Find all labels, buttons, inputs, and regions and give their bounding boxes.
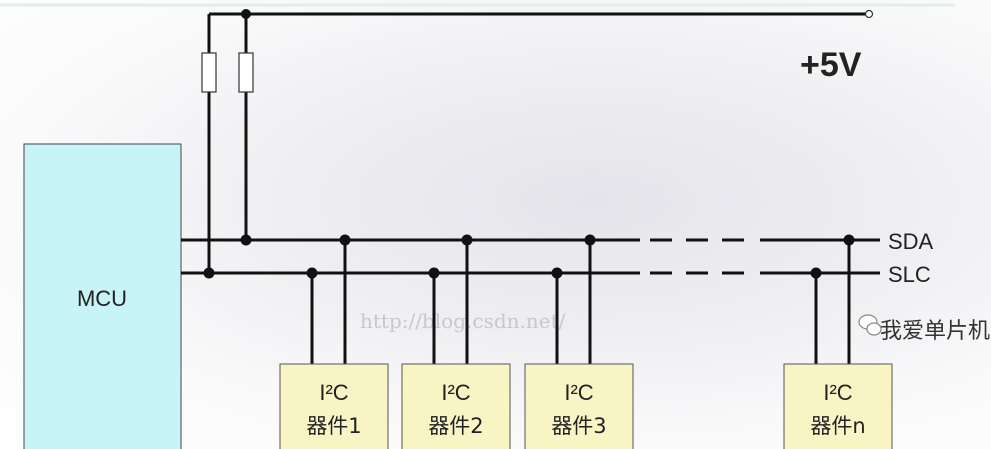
junction-dot (306, 267, 318, 279)
device-box (401, 363, 511, 449)
device-box (783, 363, 893, 449)
device-title: I²C (441, 380, 470, 405)
mcu-label: MCU (77, 286, 127, 311)
device-name: 器件1 (306, 414, 361, 438)
watermark-brand: 我爱单片机 (880, 319, 990, 344)
junction-dot (584, 234, 596, 246)
i2c-device-1: I²C 器件1 (279, 234, 389, 449)
junction-dot (339, 234, 351, 246)
device-title: I²C (823, 380, 852, 405)
junction-dot (241, 9, 251, 19)
i2c-device-3: I²C 器件3 (524, 234, 634, 449)
device-box (279, 363, 389, 449)
i2c-device-4: I²C 器件n (783, 234, 893, 449)
device-box (524, 363, 634, 449)
junction-dot (240, 234, 252, 246)
device-name: 器件3 (551, 414, 606, 438)
junction-dot (810, 267, 822, 279)
junction-dot (843, 234, 855, 246)
watermark-url: http://blog.csdn.net/ (360, 309, 566, 333)
device-name: 器件n (810, 414, 865, 438)
pullup-resistor-scl (201, 52, 217, 93)
supply-terminal (864, 9, 874, 19)
junction-dot (428, 267, 440, 279)
device-name: 器件2 (428, 414, 483, 438)
junction-dot (461, 234, 473, 246)
supply-label: +5V (800, 46, 862, 84)
wechat-watermark: 我爱单片机 (858, 314, 990, 344)
junction-dot (203, 267, 215, 279)
pullup-resistor-sda (238, 52, 254, 93)
junction-dot (551, 267, 563, 279)
device-title: I²C (564, 380, 593, 405)
i2c-device-2: I²C 器件2 (401, 234, 511, 449)
mcu-block (23, 143, 182, 449)
slc-label: SLC (888, 262, 931, 287)
device-title: I²C (319, 380, 348, 405)
supply-rail (207, 12, 866, 273)
sda-label: SDA (888, 229, 934, 254)
